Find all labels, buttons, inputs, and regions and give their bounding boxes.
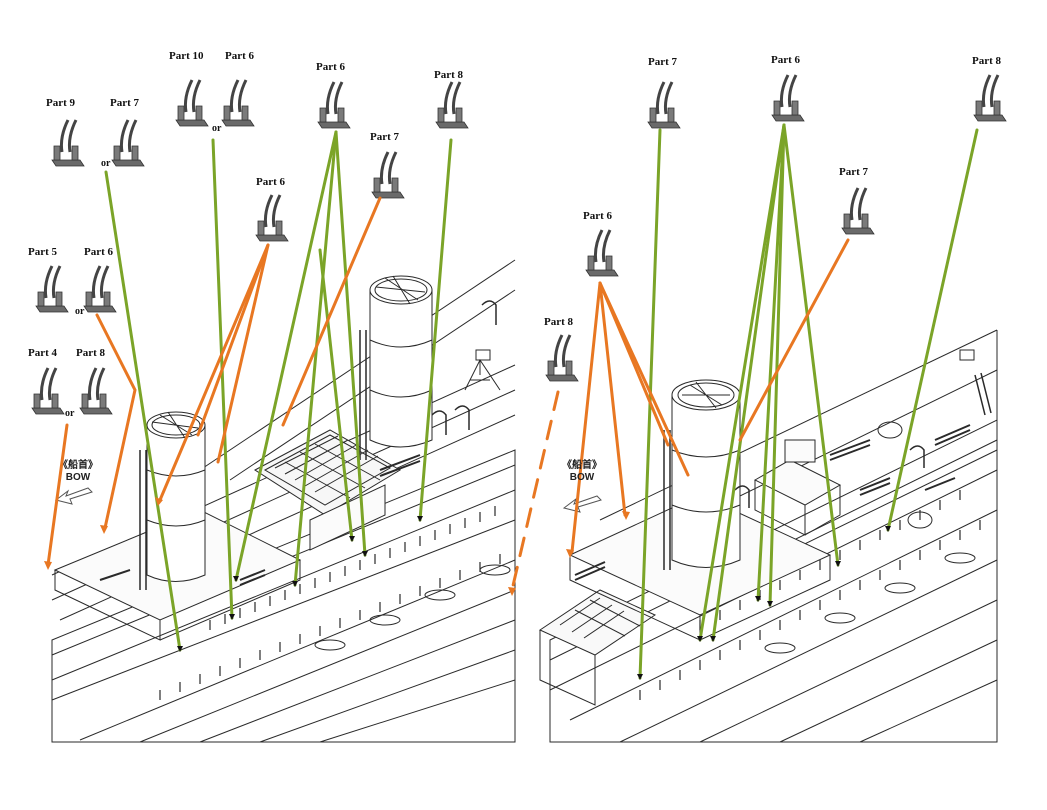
left-ship-drawing [51, 259, 516, 743]
part7-fitting-icon [370, 150, 406, 200]
bow-arrow-icon [562, 495, 602, 513]
green-leader-lines [104, 123, 979, 680]
bow-label-en: BOW [569, 472, 595, 483]
part6-fitting-icon [220, 78, 256, 128]
right-ship-drawing [538, 329, 998, 743]
part8-label: Part 8 [434, 69, 464, 81]
part10-fitting-icon [174, 78, 210, 128]
part4-label: Part 4 [28, 347, 58, 359]
bow-label-cn: 《船首》 [562, 460, 602, 471]
part8-fitting-icon [972, 73, 1008, 123]
part4-fitting-icon [30, 366, 66, 416]
or-label: or [75, 306, 85, 317]
part5-fitting-icon [34, 264, 70, 314]
or-label: or [101, 158, 111, 169]
part7-label: Part 7 [648, 56, 678, 68]
part7-fitting-icon [840, 186, 876, 236]
part5-label: Part 5 [28, 246, 58, 258]
or-label: or [212, 123, 222, 134]
part10-label: Part 10 [169, 50, 204, 62]
part8-label: Part 8 [544, 316, 574, 328]
part7-fitting-icon [110, 118, 146, 168]
fitting-icons [30, 73, 1008, 416]
part8-fitting-icon [544, 333, 580, 383]
part9-fitting-icon [50, 118, 86, 168]
part8-fitting-icon [78, 366, 114, 416]
orange-leader-lines [46, 196, 850, 592]
bow-label: 《船首》 BOW [562, 460, 602, 484]
green-arrowheads [177, 516, 891, 680]
part6-fitting-icon [770, 73, 806, 123]
part8-label: Part 8 [972, 55, 1002, 67]
part7-label: Part 7 [370, 131, 400, 143]
bow-label-cn: 《船首》 [58, 460, 98, 471]
part6-label: Part 6 [316, 61, 346, 73]
part6-fitting-icon [316, 80, 352, 130]
part6-label: Part 6 [583, 210, 613, 222]
bow-label: 《船首》 BOW [58, 460, 98, 484]
part8-label: Part 8 [76, 347, 106, 359]
part6-fitting-icon [584, 228, 620, 278]
part7-fitting-icon [646, 80, 682, 130]
part7-label: Part 7 [839, 166, 869, 178]
part8-fitting-icon [434, 80, 470, 130]
bow-label-en: BOW [65, 472, 91, 483]
or-label: or [65, 408, 75, 419]
bow-arrow-icon [54, 487, 93, 505]
part6-label: Part 6 [256, 176, 286, 188]
part9-label: Part 9 [46, 97, 76, 109]
orange-arrowheads [44, 497, 630, 596]
part6-label: Part 6 [225, 50, 255, 62]
part7-label: Part 7 [110, 97, 140, 109]
part6-label: Part 6 [771, 54, 801, 66]
part6-fitting-icon [254, 193, 290, 243]
part6-label: Part 6 [84, 246, 114, 258]
part6-fitting-icon [82, 264, 118, 314]
